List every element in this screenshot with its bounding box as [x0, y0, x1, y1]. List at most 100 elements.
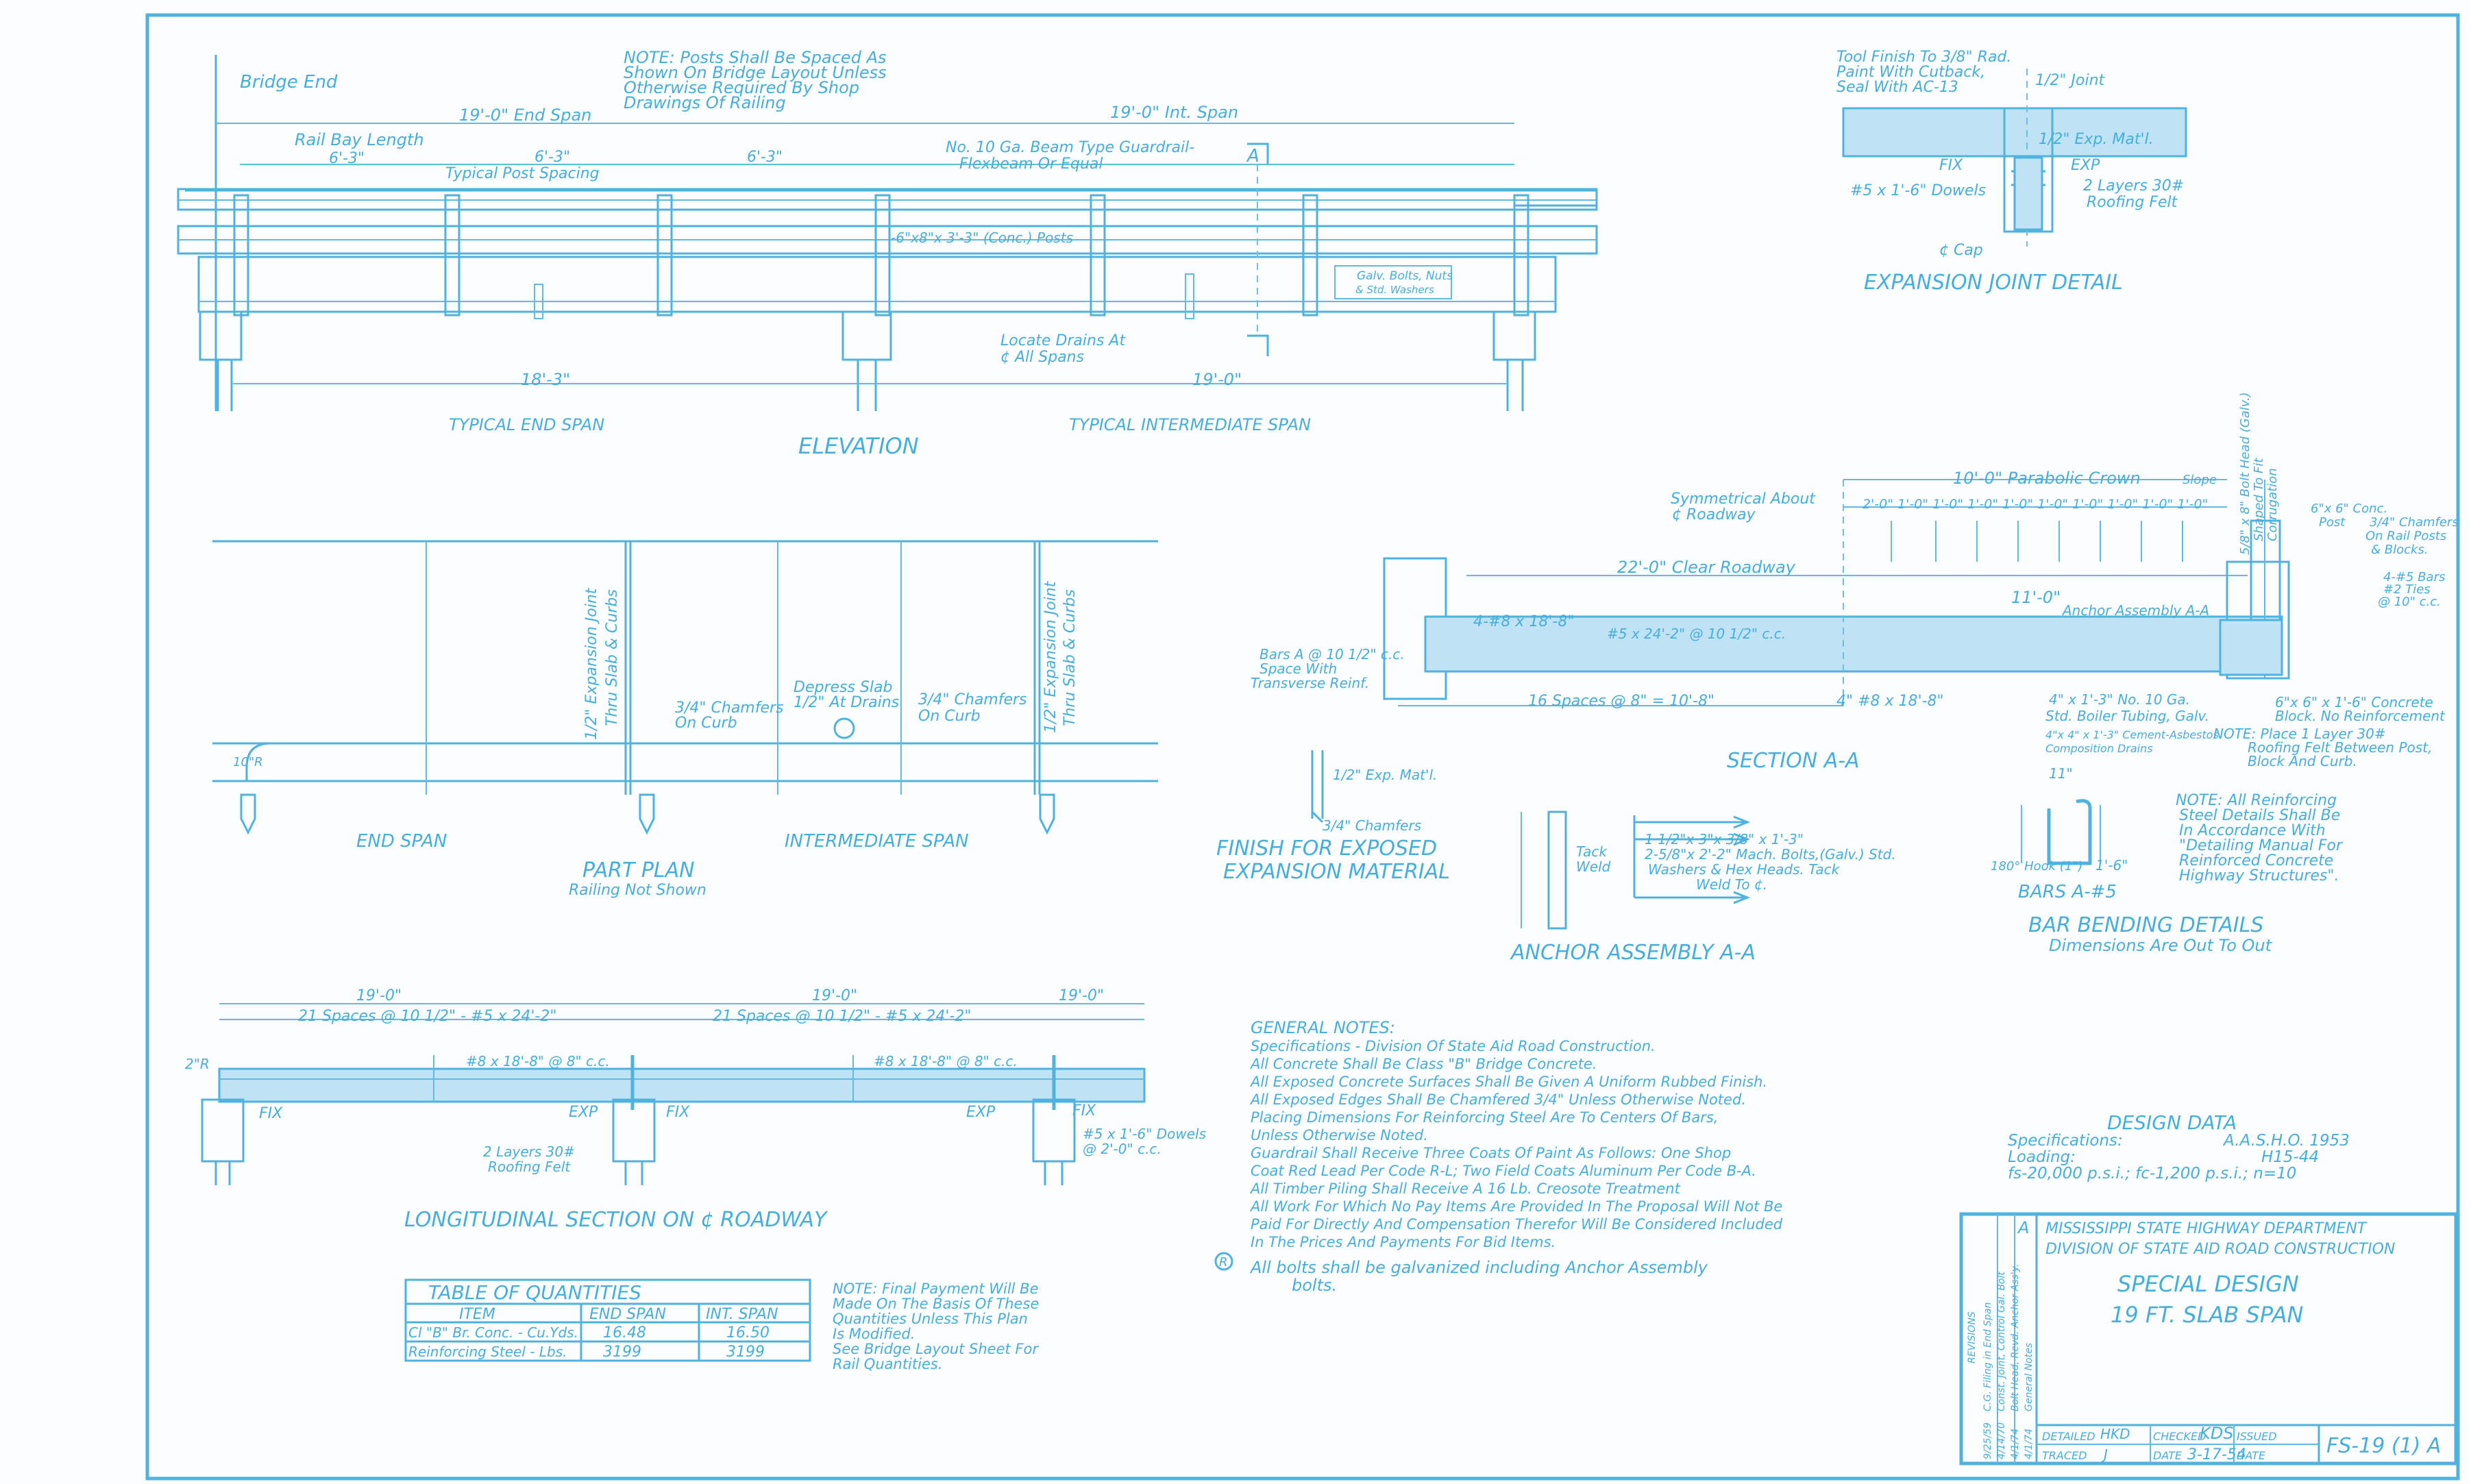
svg-text:All Timber Piling Shall Receiv: All Timber Piling Shall Receive A 16 Lb.… [1249, 1180, 1681, 1197]
part-plan-drawing [212, 540, 1158, 835]
finish-drawing [1311, 750, 1324, 824]
exp-joint-matl: 1/2" Exp. Mat'l. [2039, 131, 2154, 148]
tb-division: DIVISION OF STATE AID ROAD CONSTRUCTION [2045, 1241, 2395, 1258]
bar-dim-b: 11" [2049, 765, 2073, 782]
long-roofing-note: 2 Layers 30# Roofing Felt [483, 1143, 575, 1175]
tb-date: 3-17-54 [2187, 1446, 2246, 1463]
expansion-joint-drawing [1842, 69, 2187, 247]
svg-text:Steel Details Shall Be: Steel Details Shall Be [2179, 807, 2340, 824]
bar-dim-a: 1'-6" [2095, 857, 2128, 874]
svg-text:Composition Drains: Composition Drains [2045, 742, 2153, 755]
svg-text:NOTE: Final Payment Will Be: NOTE: Final Payment Will Be [833, 1281, 1039, 1297]
svg-text:Bolt Head, Revd. Anchor Ass'y.: Bolt Head, Revd. Anchor Ass'y. [2010, 1264, 2021, 1411]
bars-label: BARS A-#5 [2018, 882, 2117, 902]
plan-int-span-label: INTERMEDIATE SPAN [785, 831, 969, 852]
svg-text:Block And Curb.: Block And Curb. [2248, 753, 2357, 769]
svg-text:R: R [1219, 1255, 1228, 1270]
svg-text:6"x 6" Conc.: 6"x 6" Conc. [2311, 502, 2387, 516]
q-header-end: END SPAN [589, 1306, 666, 1323]
bar-bending-title: BAR BENDING DETAILS [2028, 913, 2263, 937]
long-dim-3: 19'-0" [1059, 987, 1104, 1004]
svg-text:Locate Drains At: Locate Drains At [1000, 332, 1126, 349]
part-plan-subtitle: Railing Not Shown [569, 882, 706, 899]
svg-text:FINISH FOR EXPOSED: FINISH FOR EXPOSED [1216, 837, 1437, 861]
exp-joint-notes: Tool Finish To 3/8" Rad. Paint With Cutb… [1836, 49, 2011, 96]
finish-title: FINISH FOR EXPOSED EXPANSION MATERIAL [1216, 837, 1450, 884]
svg-text:Thru Slab & Curbs: Thru Slab & Curbs [1061, 589, 1079, 726]
svg-text:fs-20,000 p.s.i.; fc-1,200 p.s: fs-20,000 p.s.i.; fc-1,200 p.s.i.; n=10 [2008, 1165, 2296, 1183]
svg-text:Made On The Basis Of These: Made On The Basis Of These [833, 1296, 1039, 1312]
tb-name: 19 FT. SLAB SPAN [2111, 1302, 2303, 1328]
q-header-int: INT. SPAN [706, 1306, 778, 1323]
tb-rev-mark: A [2017, 1218, 2029, 1237]
svg-text:NOTE: Posts Shall Be Spaced As: NOTE: Posts Shall Be Spaced As [624, 48, 886, 67]
svg-text:Loading:: Loading: [2008, 1148, 2076, 1166]
svg-text:Const. Joint, Control Gal. Bol: Const. Joint, Control Gal. Bolt [1996, 1272, 2007, 1411]
long-exp-2: EXP [966, 1104, 996, 1121]
section-bars-8: 4-#8 x 18'-8" [1473, 613, 1574, 630]
rail-bay-length: Rail Bay Length [295, 130, 424, 149]
svg-text:4/1/74: 4/1/74 [2010, 1429, 2021, 1459]
tb-date2-label: DATE [2237, 1449, 2266, 1462]
svg-text:2 Layers 30#: 2 Layers 30# [2083, 177, 2184, 195]
svg-text:On Curb: On Curb [675, 715, 737, 732]
anchor-tack-weld: Tack Weld [1576, 843, 1611, 875]
drains-note: Locate Drains At ¢ All Spans [1000, 332, 1126, 366]
plan-chamfers-2: 3/4" Chamfers On Curb [918, 691, 1027, 725]
svg-text:Unless Otherwise Noted.: Unless Otherwise Noted. [1251, 1127, 1428, 1143]
svg-text:In The Prices And Payments For: In The Prices And Payments For Bid Items… [1251, 1234, 1556, 1250]
tb-traced-label: TRACED [2042, 1449, 2087, 1462]
svg-text:Highway Structures".: Highway Structures". [2179, 867, 2339, 885]
svg-text:4" x 1'-3" No. 10 Ga.: 4" x 1'-3" No. 10 Ga. [2049, 691, 2190, 708]
elevation-view [177, 55, 1598, 411]
svg-text:All bolts shall be galvani: All bolts shall be galvanized including … [1249, 1258, 1708, 1277]
tb-date-label: DATE [2153, 1449, 2183, 1462]
dim-19-0: 19'-0" [1192, 370, 1242, 389]
svg-text:Is Modified.: Is Modified. [833, 1326, 915, 1342]
section-crown: 10'-0" Parabolic Crown [1953, 469, 2141, 488]
plan-exp-joint-1: 1/2" Expansion Joint Thru Slab & Curbs [583, 587, 621, 740]
svg-text:Washers & Hex Heads. Tack: Washers & Hex Heads. Tack [1648, 861, 1841, 878]
svg-text:3/4" Chamfers: 3/4" Chamfers [918, 691, 1027, 708]
svg-text:All Concrete Shall Be Class "B: All Concrete Shall Be Class "B" Bridge C… [1249, 1056, 1597, 1072]
typical-end-span-label: TYPICAL END SPAN [449, 415, 604, 434]
svg-text:Weld: Weld [1576, 858, 1611, 875]
section-bars-5: #5 x 24'-2" @ 10 1/2" c.c. [1607, 626, 1786, 642]
svg-text:C.G. Filing in End Span: C.G. Filing in End Span [1982, 1302, 1993, 1411]
general-notes: GENERAL NOTES: Specifications - Division… [1214, 1018, 1783, 1295]
tb-design: SPECIAL DESIGN [2117, 1271, 2299, 1297]
elevation-title: ELEVATION [798, 433, 919, 459]
long-spaces-1: 21 Spaces @ 10 1/2" - #5 x 24'-2" [298, 1008, 556, 1025]
svg-text:2 Layers 30#: 2 Layers 30# [483, 1143, 575, 1160]
long-bar8-b: #8 x 18'-8" @ 8" c.c. [874, 1053, 1018, 1069]
svg-text:Rail Quantities.: Rail Quantities. [833, 1356, 943, 1372]
svg-text:Corrugation: Corrugation [2265, 468, 2280, 541]
section-spaces: 16 Spaces @ 8" = 10'-8" [1528, 693, 1714, 710]
svg-text:1 1/2"x 3"x 3/8" x 1'-3": 1 1/2"x 3"x 3/8" x 1'-3" [1645, 831, 1804, 848]
bridge-end-label: Bridge End [240, 72, 338, 92]
svg-text:Drawings Of Railing: Drawings Of Railing [624, 93, 786, 112]
bolts-note: Galv. Bolts, Nuts & Std. Washers [1355, 269, 1453, 296]
svg-text:All Exposed Edges Shall Be Cha: All Exposed Edges Shall Be Chamfered 3/4… [1249, 1091, 1746, 1108]
q-row1-item: Cl "B" Br. Conc. - Cu.Yds. [408, 1324, 578, 1341]
bars-note: NOTE: All Reinforcing Steel Details Shal… [2176, 792, 2344, 885]
long-exp-1: EXP [569, 1104, 598, 1121]
exp-joint-title: EXPANSION JOINT DETAIL [1864, 271, 2123, 295]
svg-text:Symmetrical About: Symmetrical About [1671, 491, 1816, 508]
tb-issued-label: ISSUED [2237, 1430, 2277, 1443]
svg-text:In Accordance With: In Accordance With [2179, 822, 2326, 839]
section-roofing-note: NOTE: Place 1 Layer 30# Roofing Felt Bet… [2213, 726, 2432, 769]
svg-text:Tack: Tack [1576, 843, 1608, 860]
svg-text:See Bridge Layout Sheet For: See Bridge Layout Sheet For [833, 1341, 1039, 1357]
svg-text:#5 x 1'-6" Dowels: #5 x 1'-6" Dowels [1083, 1126, 1206, 1142]
svg-text:EXPANSION MATERIAL: EXPANSION MATERIAL [1223, 860, 1450, 884]
anchor-title: ANCHOR ASSEMBLY A-A [1510, 941, 1756, 965]
long-fix-2: FIX [666, 1104, 690, 1121]
svg-text:Std. Boiler Tubing, Galv.: Std. Boiler Tubing, Galv. [2045, 708, 2209, 724]
svg-text:Shown On Bridge Layout Unless: Shown On Bridge Layout Unless [624, 63, 887, 82]
section-anchor-label: Anchor Assembly A-A [2061, 602, 2209, 619]
svg-text:Seal With AC-13: Seal With AC-13 [1836, 79, 1958, 96]
guardrail-note: No. 10 Ga. Beam Type Guardrail- Flexbeam… [946, 139, 1194, 173]
svg-text:Roofing Felt Between Post,: Roofing Felt Between Post, [2248, 739, 2432, 756]
svg-text:1/2" At Drains: 1/2" At Drains [794, 694, 899, 711]
